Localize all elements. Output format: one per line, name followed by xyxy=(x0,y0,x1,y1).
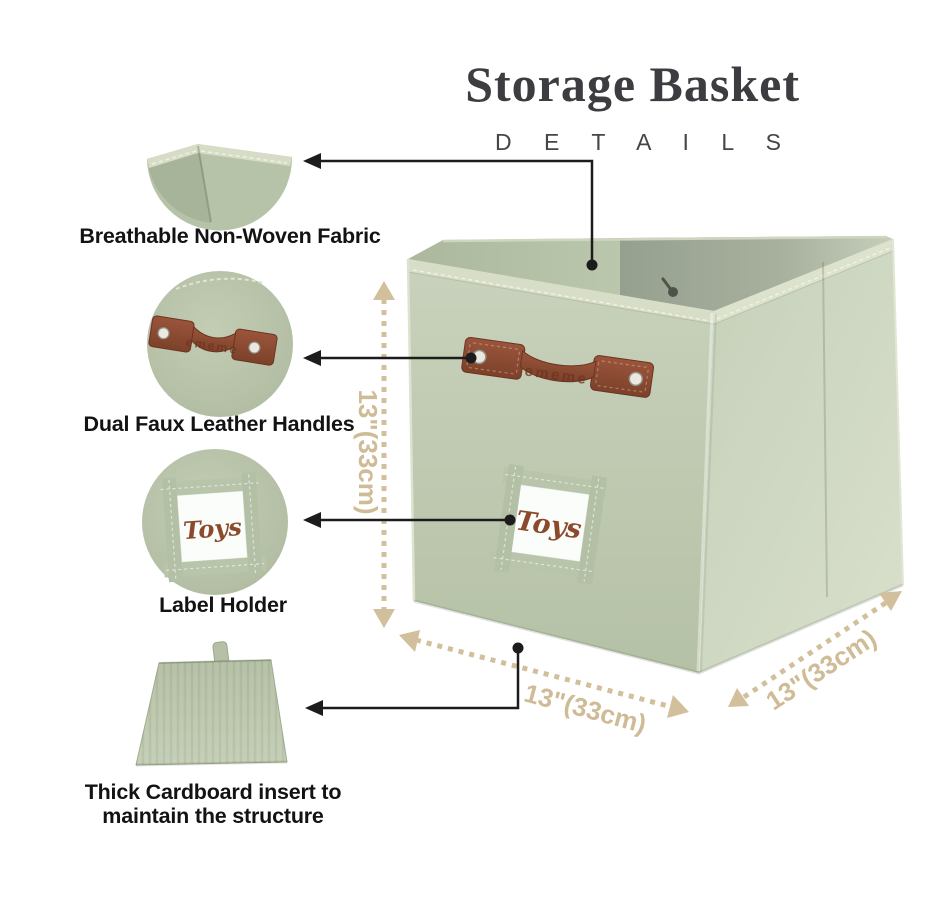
arrow-cardboard-dot xyxy=(512,642,524,654)
callout-handle-thumb: ememe xyxy=(147,271,293,417)
arrow-label-holder-dot xyxy=(504,514,516,526)
label-holder-stitches xyxy=(493,466,605,582)
arrowhead-left xyxy=(728,688,749,707)
box-left-edge-highlight xyxy=(406,258,416,602)
box-right-rim xyxy=(714,239,893,324)
arrow-fabric-head xyxy=(303,153,321,169)
dimension-height-label: 13"(33cm) xyxy=(353,389,383,514)
arrowhead-up xyxy=(373,281,395,300)
callout-label-handles: Dual Faux Leather Handles xyxy=(83,412,355,436)
box-rim-shadow-line xyxy=(407,250,894,325)
arrow-cardboard-head xyxy=(305,700,323,716)
arrowhead-down xyxy=(373,609,395,628)
callout-label-holder-thumb: Toys xyxy=(142,449,288,595)
box-label-holder: Toys xyxy=(490,463,608,585)
arrow-cardboard xyxy=(316,648,520,710)
callout-label-cardboard: Thick Cardboard insert to maintain the s… xyxy=(58,780,368,828)
box-front-rim xyxy=(408,259,714,324)
arrow-handle-dot xyxy=(465,352,477,364)
thumb-handle-rivet-right xyxy=(248,341,261,354)
thumb-label-text-toys: Toys xyxy=(182,512,243,545)
arrow-label-holder-head xyxy=(303,512,321,528)
box-interior-left-wall xyxy=(408,238,620,297)
arrow-fabric xyxy=(314,159,594,264)
box-bottom-edges xyxy=(413,583,904,675)
callout-label-label-holder: Label Holder xyxy=(159,593,287,617)
box-handle: ememe xyxy=(461,337,654,398)
box-front-rim-stitch xyxy=(412,269,711,322)
callout-fabric-thumb xyxy=(147,144,293,231)
box-front-corner-edge-shade xyxy=(700,313,717,673)
thumb-handle-rivet-left xyxy=(157,327,170,340)
fabric-corner-seam xyxy=(197,145,212,223)
callout-arrows xyxy=(303,153,598,716)
page-title: Storage Basket xyxy=(465,56,800,112)
storage-box: ememe Toys xyxy=(406,235,904,675)
box-right-edge-highlight xyxy=(892,238,904,586)
arrow-handle-head xyxy=(303,350,321,366)
box-right-face-seam xyxy=(822,261,828,598)
arrow-fabric-dot xyxy=(586,259,598,271)
handle-rivet-right xyxy=(628,371,644,387)
page-subtitle: D E T A I L S xyxy=(495,129,794,155)
dimension-width-label: 13"(33cm) xyxy=(521,678,650,739)
box-front-corner-edge xyxy=(696,312,714,672)
callout-label-cardboard-line2: maintain the structure xyxy=(102,803,324,828)
box-right-rim-stitch xyxy=(716,247,891,320)
callout-label-cardboard-line1: Thick Cardboard insert to xyxy=(84,780,342,804)
box-right-face xyxy=(699,239,903,673)
callout-cardboard-thumb xyxy=(135,641,288,767)
arrowhead-left xyxy=(399,630,420,652)
dimension-height: 13"(33cm) xyxy=(353,281,395,628)
arrowhead-right xyxy=(879,591,902,611)
callout-label-fabric: Breathable Non-Woven Fabric xyxy=(79,224,381,248)
box-interior-rivet xyxy=(668,287,678,297)
arrowhead-right xyxy=(667,695,689,718)
box-interior-back-wall xyxy=(620,236,893,311)
box-interior-rim-edge xyxy=(442,235,887,243)
